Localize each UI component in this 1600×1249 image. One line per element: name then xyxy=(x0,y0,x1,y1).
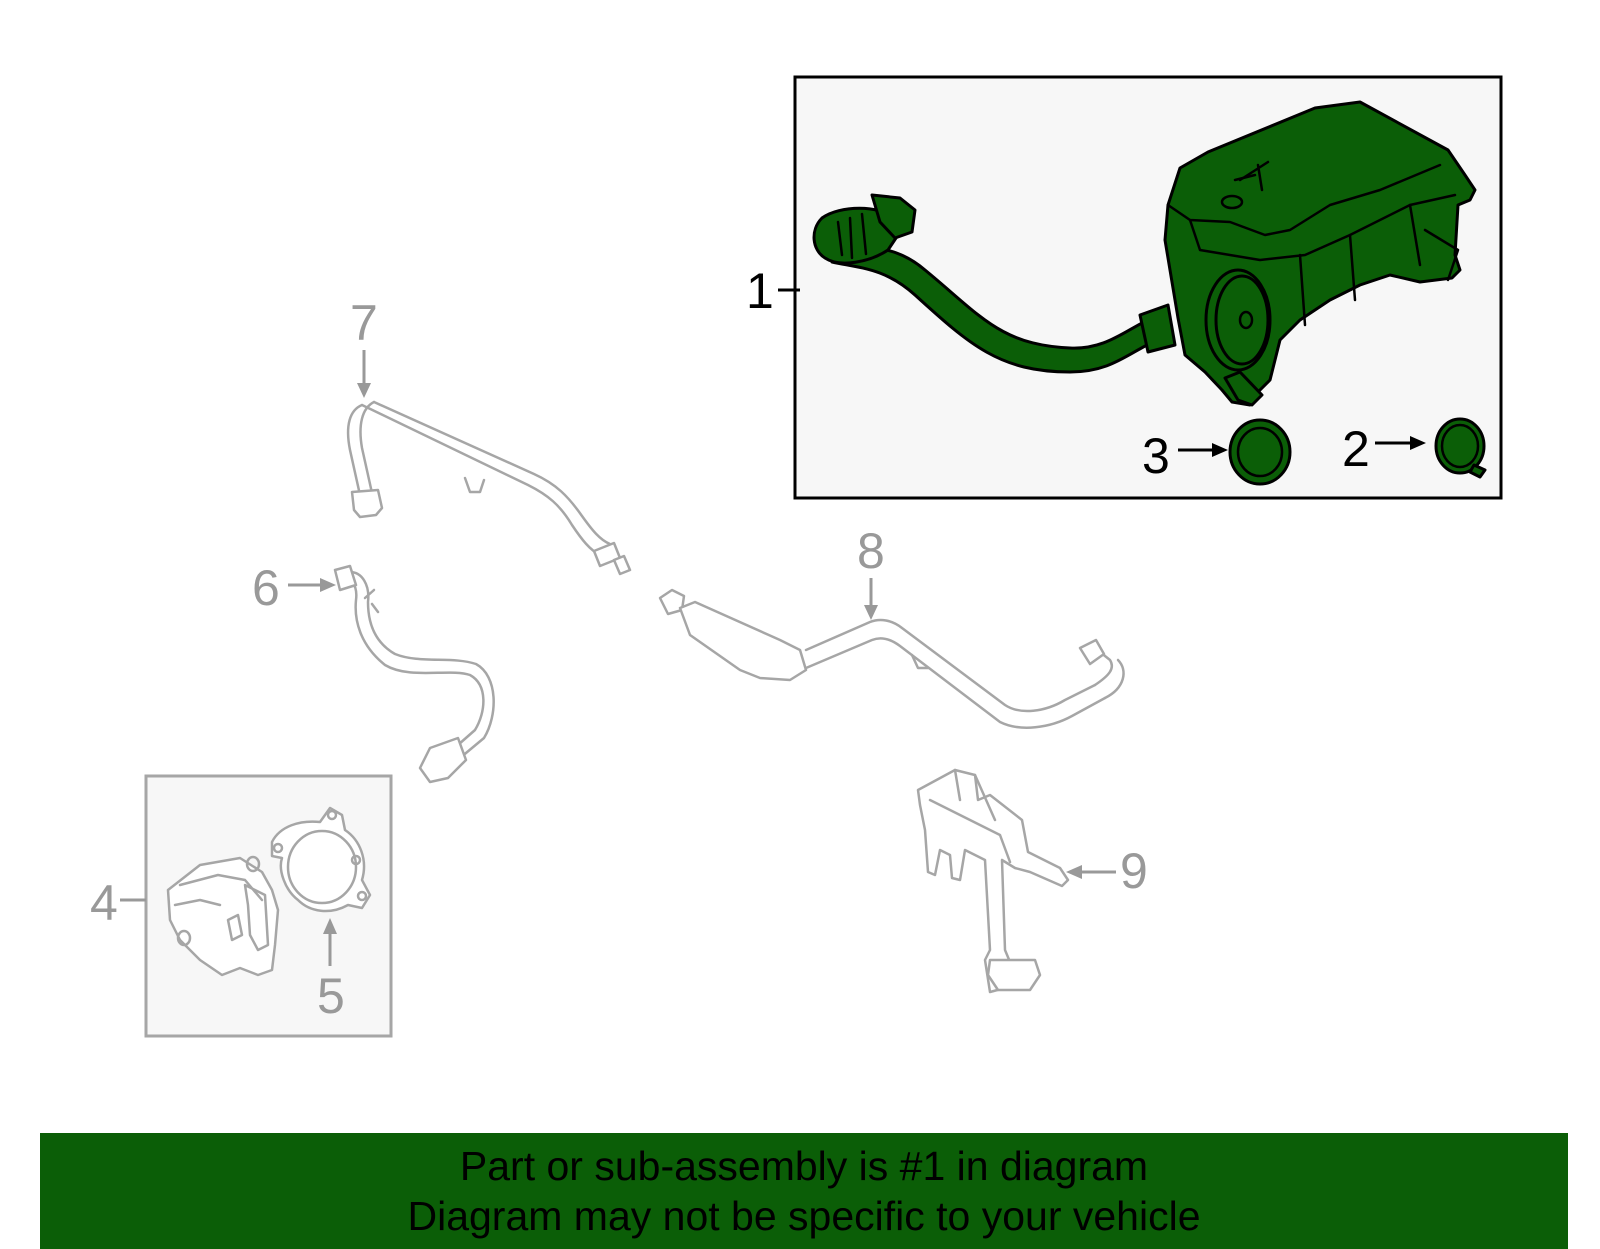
info-banner: Part or sub-assembly is #1 in diagram Di… xyxy=(40,1133,1568,1249)
part-8-tube[interactable] xyxy=(658,588,1125,729)
part-2-seal[interactable] xyxy=(1434,417,1487,479)
banner-line-1: Part or sub-assembly is #1 in diagram xyxy=(459,1143,1149,1189)
callout-9: 9 xyxy=(1120,843,1148,899)
part-5-gasket[interactable] xyxy=(270,806,372,913)
part-9-valve[interactable] xyxy=(916,768,1070,994)
callout-1: 1 xyxy=(746,263,774,319)
part-6-hose[interactable] xyxy=(333,564,495,784)
arrowhead-2 xyxy=(1410,436,1426,450)
callout-3: 3 xyxy=(1142,428,1170,484)
callout-2: 2 xyxy=(1342,421,1370,477)
part-1-crankcase-separator[interactable] xyxy=(812,100,1477,407)
callout-8: 8 xyxy=(857,523,885,579)
callout-7: 7 xyxy=(350,295,378,351)
callout-4: 4 xyxy=(90,875,118,931)
part-7-breather-tube[interactable] xyxy=(346,400,632,576)
arrowhead-8 xyxy=(864,605,878,620)
callout-5: 5 xyxy=(317,968,345,1024)
arrowhead-3 xyxy=(1212,443,1228,457)
arrowhead-6 xyxy=(320,578,336,592)
callout-6: 6 xyxy=(252,560,280,616)
banner-line-2: Diagram may not be specific to your vehi… xyxy=(407,1193,1201,1239)
arrowhead-5 xyxy=(323,918,337,934)
part-3-seal[interactable] xyxy=(1228,418,1292,486)
arrowhead-7 xyxy=(357,383,371,398)
arrowhead-9 xyxy=(1066,865,1082,879)
part-4-housing[interactable] xyxy=(166,855,280,977)
